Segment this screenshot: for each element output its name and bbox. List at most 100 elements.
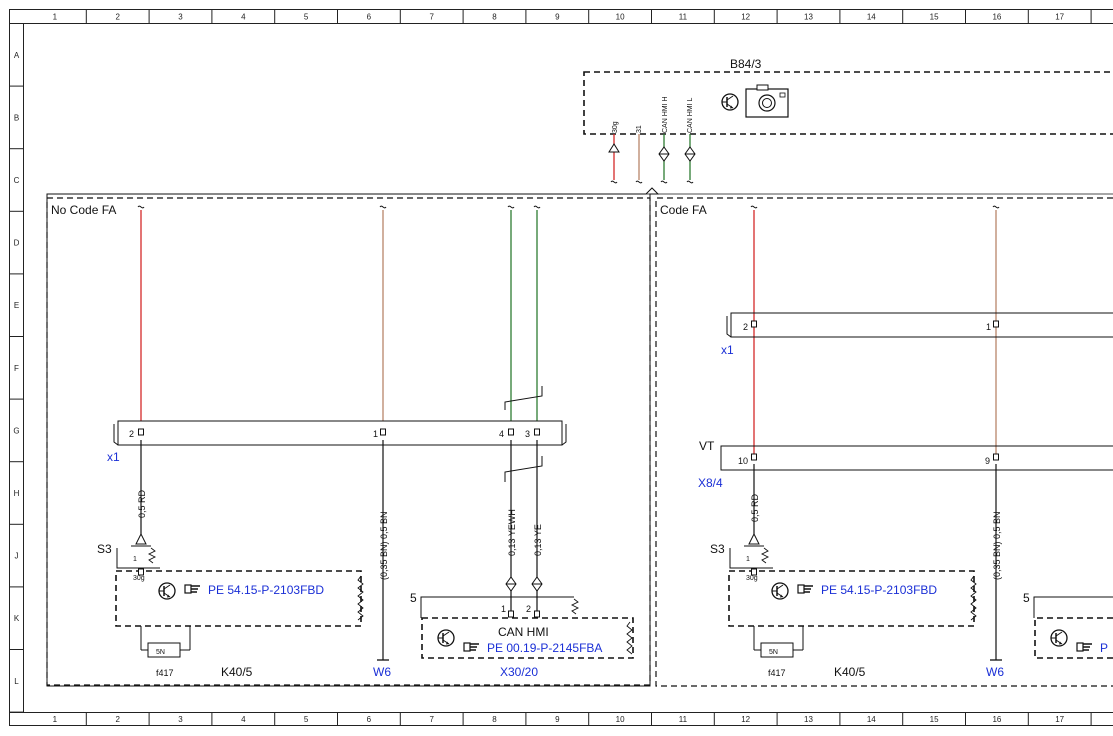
connector-x1-right: 2 1 x1	[721, 312, 1113, 357]
column-label-top: 3	[178, 13, 183, 22]
x1-right-label[interactable]: x1	[721, 343, 734, 357]
hand-pointer-icon	[463, 642, 480, 652]
column-label-top: 11	[679, 13, 688, 22]
column-label-top: 6	[367, 13, 372, 22]
can-assembly-right-partial: 5 P	[1023, 591, 1113, 659]
column-label-top: 16	[992, 13, 1001, 22]
x8-prefix-vt: VT	[699, 439, 715, 453]
column-label-top: 1	[53, 13, 58, 22]
x1-left-pin-1: 1	[373, 429, 378, 439]
s3-assembly-left: S3 1 30g PE 54.15-P-2103FBD 5N f417 K40/…	[97, 532, 364, 679]
row-label: F	[14, 364, 19, 373]
fuse-f417-left: f417	[156, 668, 174, 678]
can-hmi-title: CAN HMI	[498, 625, 549, 639]
wire-label-yewh: 0,13 YEWH	[507, 509, 517, 556]
x1-left-label[interactable]: x1	[107, 450, 120, 464]
camera-icon	[745, 84, 789, 118]
can-hmi-assembly: 5 1 2 CAN HMI PE 00.19-P-2145FBA X30/20	[410, 576, 634, 679]
column-label-top: 15	[930, 13, 939, 22]
module-pin-can-hmi-l: CAN HMI L	[687, 98, 694, 134]
k40-5-label-left: K40/5	[221, 665, 253, 679]
section-label-no-code-fa: No Code FA	[51, 203, 116, 217]
section-label-code-fa: Code FA	[660, 203, 707, 217]
row-label: C	[14, 176, 20, 185]
x1-left-pin-2: 2	[129, 429, 134, 439]
wire-label-rd-left: 0,5 RD	[137, 489, 147, 518]
column-label-bottom: 5	[304, 715, 309, 724]
wire-label-rd-right: 0,5 RD	[750, 493, 760, 522]
column-label-bottom: 9	[555, 715, 560, 724]
x1-right-pin-2: 2	[743, 322, 748, 332]
column-label-top: 2	[115, 13, 120, 22]
x1-left-pin-3: 3	[525, 429, 530, 439]
row-label: E	[14, 301, 19, 310]
s3-pin-1-left: 1	[133, 556, 137, 563]
module-b84-3: B84/3 30g 31 CAN HMI H CAN HMI L	[583, 57, 1113, 135]
ref-link-s3-right[interactable]: PE 54.15-P-2103FBD	[821, 583, 937, 597]
fuse-5n-right: 5N	[769, 649, 778, 656]
ref-link-can[interactable]: PE 00.19-P-2145FBA	[487, 641, 602, 655]
transistor-icon	[1050, 629, 1068, 647]
ref-link-s3-left[interactable]: PE 54.15-P-2103FBD	[208, 583, 324, 597]
transistor-icon	[158, 582, 176, 600]
module-pin-31: 31	[636, 125, 643, 133]
column-label-bottom: 8	[492, 715, 497, 724]
column-label-bottom: 10	[616, 715, 625, 724]
column-label-top: 12	[741, 13, 750, 22]
row-label: K	[14, 614, 20, 623]
column-label-bottom: 7	[429, 715, 434, 724]
s3-pin-30g-right: 30g	[746, 575, 758, 582]
column-label-bottom: 2	[115, 715, 120, 724]
column-label-top: 10	[616, 13, 625, 22]
s3-label-right: S3	[710, 542, 725, 556]
column-label-top: 13	[804, 13, 813, 22]
module-pin-can-hmi-h: CAN HMI H	[662, 96, 669, 133]
column-label-bottom: 1	[53, 715, 58, 724]
x8-4-label[interactable]: X8/4	[698, 476, 723, 490]
module-stubs	[608, 134, 696, 184]
s3-pin-30g-left: 30g	[133, 575, 145, 582]
section-code-fa: Code FA 2 1 x1 VT 10 9 X8/4 0,5 RD (	[650, 193, 1113, 687]
column-label-bottom: 15	[930, 715, 939, 724]
ground-w6-right[interactable]: W6	[986, 665, 1004, 679]
column-label-top: 17	[1055, 13, 1064, 22]
fuse-5n-left: 5N	[156, 649, 165, 656]
can-num-5-right: 5	[1023, 591, 1030, 605]
transistor-icon	[771, 582, 789, 600]
column-label-top: 5	[304, 13, 309, 22]
x1-right-pin-1: 1	[986, 322, 991, 332]
connector-x8-4: VT 10 9 X8/4	[698, 439, 1113, 490]
column-label-bottom: 4	[241, 715, 246, 724]
column-label-bottom: 3	[178, 715, 183, 724]
column-label-top: 7	[429, 13, 434, 22]
column-label-bottom: 12	[741, 715, 750, 724]
fuse-f417-right: f417	[768, 668, 786, 678]
can-pin-2: 2	[526, 604, 531, 614]
wire-label-ye: 0,13 YE	[533, 524, 543, 556]
row-label: H	[14, 489, 20, 498]
transistor-icon	[437, 629, 455, 647]
column-label-top: 4	[241, 13, 246, 22]
s3-assembly-right: S3 1 30g PE 54.15-P-2103FBD 5N f417 K40/…	[710, 532, 977, 679]
row-label: J	[15, 552, 19, 561]
transistor-icon	[721, 93, 739, 111]
column-label-bottom: 6	[367, 715, 372, 724]
ground-w6-left[interactable]: W6	[373, 665, 391, 679]
k40-5-label-right: K40/5	[834, 665, 866, 679]
column-label-bottom: 11	[679, 715, 688, 724]
hand-pointer-icon	[184, 584, 201, 594]
s3-pin-1-right: 1	[746, 556, 750, 563]
column-label-top: 9	[555, 13, 560, 22]
x1-left-pin-4: 4	[499, 429, 504, 439]
row-label: G	[13, 426, 19, 435]
column-label-bottom: 13	[804, 715, 813, 724]
connector-x1-left: 2 1 4 3 x1	[107, 420, 567, 464]
column-label-top: 8	[492, 13, 497, 22]
column-label-bottom: 16	[992, 715, 1001, 724]
x8-pin-10: 10	[738, 456, 748, 466]
connector-x30-20[interactable]: X30/20	[500, 665, 538, 679]
can-pin-1: 1	[501, 604, 506, 614]
ref-link-can-right[interactable]: P	[1100, 641, 1108, 655]
